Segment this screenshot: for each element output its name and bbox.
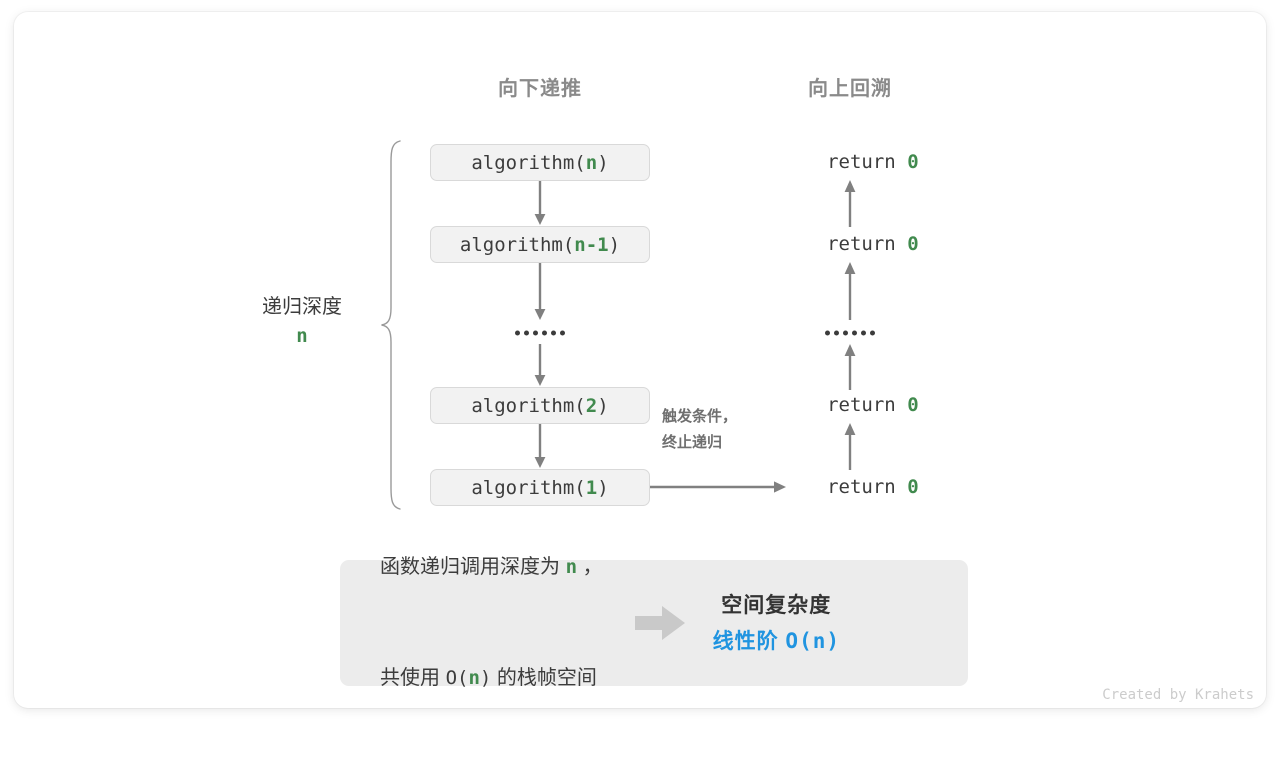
summary-line2-mono-b: ) <box>479 667 492 689</box>
call-box-suffix: ) <box>597 394 609 417</box>
call-box-arg: 2 <box>585 394 598 417</box>
ellipsis-dot <box>560 330 565 336</box>
summary-result-title: 空间复杂度 <box>721 593 832 617</box>
return-label-2: return 0 <box>781 211 919 277</box>
summary-line1-highlight: n <box>565 556 578 578</box>
column-header-descend: 向下递推 <box>498 78 582 100</box>
ellipsis-dot <box>524 330 529 336</box>
diagram-card: 向下递推 向上回溯 algorithm(n) algorithm(n-1) al… <box>14 12 1266 708</box>
ellipsis-dot <box>825 330 830 336</box>
return-value: 0 <box>907 394 919 416</box>
call-stack-ellipsis <box>515 330 565 336</box>
down-arrow-4 <box>530 424 550 469</box>
call-box-suffix: ) <box>597 476 609 499</box>
return-keyword: return <box>827 476 908 498</box>
call-box-prefix: algorithm( <box>471 394 586 417</box>
return-value: 0 <box>907 233 919 255</box>
terminate-arrow <box>650 477 790 497</box>
summary-line-2: 共使用 O(n) 的栈帧空间 <box>380 660 603 697</box>
credit-text: Created by Krahets <box>1102 687 1254 703</box>
terminate-note-line1: 触发条件， <box>662 408 738 425</box>
call-box-2: algorithm(2) <box>430 387 650 424</box>
down-arrow-1 <box>530 181 550 226</box>
call-box-prefix: algorithm( <box>471 151 586 174</box>
summary-line2-highlight: n <box>468 667 480 689</box>
ellipsis-dot <box>861 330 866 336</box>
up-arrow-4 <box>840 423 860 470</box>
up-arrow-1 <box>840 180 860 227</box>
return-value: 0 <box>907 151 919 173</box>
ellipsis-dot <box>870 330 875 336</box>
down-arrow-2 <box>530 263 550 321</box>
summary-result-complexity: O(n) <box>785 628 840 653</box>
summary-panel: 函数递归调用深度为 n ， 共使用 O(n) 的栈帧空间 空间复杂度 线性阶 O… <box>340 556 968 689</box>
return-label-1: return 0 <box>781 129 919 195</box>
call-box-suffix: ) <box>597 151 609 174</box>
summary-line1-text-b: ， <box>577 556 603 578</box>
return-label-3: return 0 <box>781 372 919 438</box>
summary-line1-text-a: 函数递归调用深度为 <box>380 556 566 578</box>
return-label-4: return 0 <box>781 454 919 520</box>
terminate-note-line2: 终止递归 <box>662 434 723 451</box>
return-keyword: return <box>827 394 908 416</box>
down-arrow-3 <box>530 344 550 387</box>
call-box-1: algorithm(1) <box>430 469 650 506</box>
call-box-prefix: algorithm( <box>471 476 586 499</box>
summary-result-value: 线性阶 O(n) <box>713 624 840 659</box>
call-box-suffix: ) <box>608 233 621 256</box>
return-keyword: return <box>827 233 908 255</box>
call-box-arg: 1 <box>585 476 598 499</box>
call-box-n: algorithm(n) <box>430 144 650 181</box>
ellipsis-dot <box>515 330 520 336</box>
recursion-depth-value: n <box>296 325 308 347</box>
up-arrow-3 <box>840 344 860 390</box>
recursion-depth-title: 递归深度 <box>262 296 342 318</box>
summary-result: 空间复杂度 线性阶 O(n) <box>713 588 840 659</box>
call-box-n-minus-1: algorithm(n-1) <box>430 226 650 263</box>
call-box-arg: n-1 <box>574 233 609 256</box>
ellipsis-dot <box>533 330 538 336</box>
summary-description: 函数递归调用深度为 n ， 共使用 O(n) 的栈帧空间 <box>340 475 603 771</box>
return-keyword: return <box>827 151 908 173</box>
terminate-note: 触发条件， 终止递归 <box>662 404 737 456</box>
summary-line-1: 函数递归调用深度为 n ， <box>380 549 603 586</box>
up-arrow-2 <box>840 262 860 320</box>
return-value: 0 <box>907 476 919 498</box>
ellipsis-dot <box>843 330 848 336</box>
ellipsis-dot <box>834 330 839 336</box>
summary-line2-text-b: 的栈帧空间 <box>491 667 597 689</box>
ellipsis-dot <box>852 330 857 336</box>
call-box-arg: n <box>585 151 598 174</box>
summary-result-order: 线性阶 <box>712 629 786 653</box>
summary-line2-text-a: 共使用 <box>380 667 446 689</box>
summary-block-arrow-icon <box>634 606 685 640</box>
column-header-ascend: 向上回溯 <box>808 78 892 100</box>
ellipsis-dot <box>542 330 547 336</box>
call-box-prefix: algorithm( <box>459 233 575 256</box>
return-ellipsis <box>825 330 875 336</box>
ellipsis-dot <box>551 330 556 336</box>
recursion-depth-brace <box>380 140 402 510</box>
summary-line2-mono-a: O( <box>445 667 469 689</box>
recursion-depth-label: 递归深度 n <box>262 292 342 350</box>
